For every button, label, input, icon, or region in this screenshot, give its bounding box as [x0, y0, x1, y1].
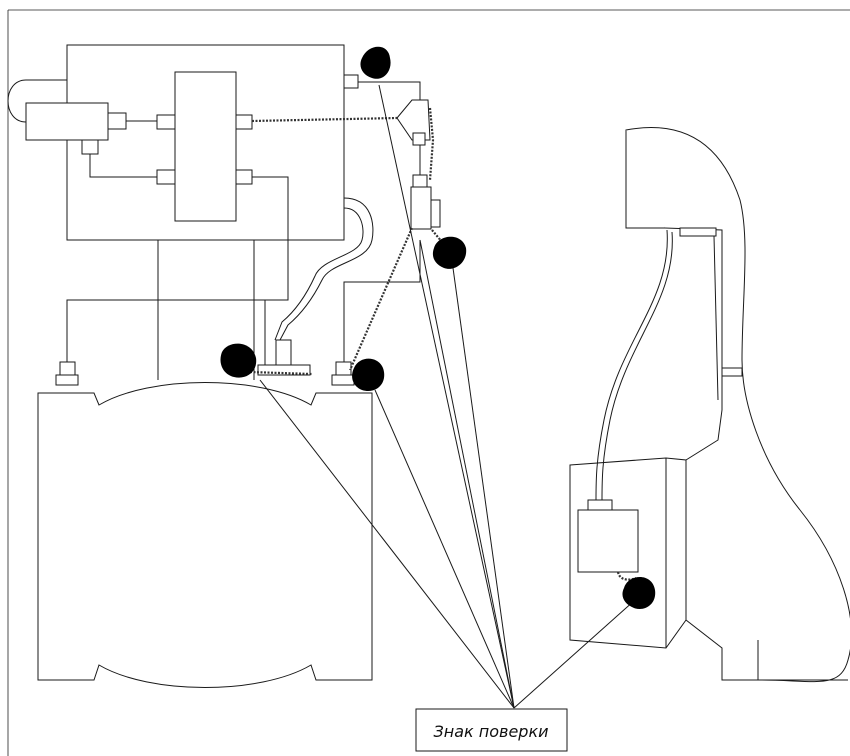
fitting-left-top — [59, 361, 76, 376]
hose-lower — [274, 207, 364, 341]
connector-right-upper — [235, 114, 253, 130]
seals — [220, 46, 656, 610]
connector-right-lower — [235, 169, 253, 185]
wire-top-connector — [358, 81, 421, 100]
body-profile — [625, 127, 850, 683]
verification-label: Знак поверки — [415, 708, 568, 752]
right-assembly — [569, 127, 850, 683]
inner-module — [174, 71, 237, 222]
left-assembly — [7, 44, 443, 688]
seal-wire-sensor — [428, 107, 435, 181]
wire-bottom-to-module — [89, 154, 157, 178]
sensor-small-block — [412, 132, 426, 146]
label-box — [415, 708, 568, 752]
seal-wire-top — [251, 116, 398, 123]
fitting-right-base — [331, 374, 355, 386]
leader-seal-side-unit — [513, 599, 636, 709]
side-unit — [25, 102, 109, 141]
leader-seal-right-valve — [374, 389, 515, 709]
lower-unit — [577, 509, 639, 573]
side-unit-loop — [7, 79, 27, 123]
sensor-cap — [412, 174, 428, 188]
lower-unit-cap — [587, 499, 613, 511]
connector-left-upper — [156, 114, 176, 130]
seal-right-middle — [432, 236, 467, 269]
leader-seal-top — [378, 84, 515, 709]
valve-stem — [275, 339, 292, 366]
tank-body — [37, 382, 373, 688]
sensor-body — [410, 186, 432, 230]
cable-outer — [595, 229, 668, 501]
label-text: Знак поверки — [433, 722, 548, 741]
side-unit-bottom-port — [81, 139, 99, 155]
leader-seal-right-middle — [452, 267, 515, 709]
sensor-bracket — [396, 99, 431, 141]
fitting-right-top — [335, 361, 352, 376]
pipe-right — [343, 240, 421, 362]
pipe-left — [66, 299, 288, 362]
seal-top — [360, 46, 391, 79]
seal-left-valve — [220, 343, 257, 378]
fitting-left-base — [55, 374, 79, 386]
connector-left-lower — [156, 169, 176, 185]
neck-plate — [679, 227, 717, 237]
valve-body — [257, 364, 311, 376]
leader-lines — [259, 84, 636, 709]
leader-seal-left-valve — [259, 379, 515, 709]
side-unit-port — [107, 112, 127, 130]
seal-wire-diagonal — [348, 227, 414, 371]
side-notch — [721, 367, 743, 377]
seal-wire-clamp — [431, 229, 443, 243]
sensor-clamp — [431, 199, 441, 228]
seal-side-unit — [622, 577, 656, 610]
leader-sensor — [419, 239, 515, 709]
inner-edge — [713, 235, 719, 401]
cable-inner — [601, 231, 673, 501]
top-connector — [343, 74, 359, 89]
seal-right-valve — [352, 358, 385, 392]
seal-wire-lower-unit — [616, 571, 637, 581]
hose-upper — [279, 197, 374, 341]
